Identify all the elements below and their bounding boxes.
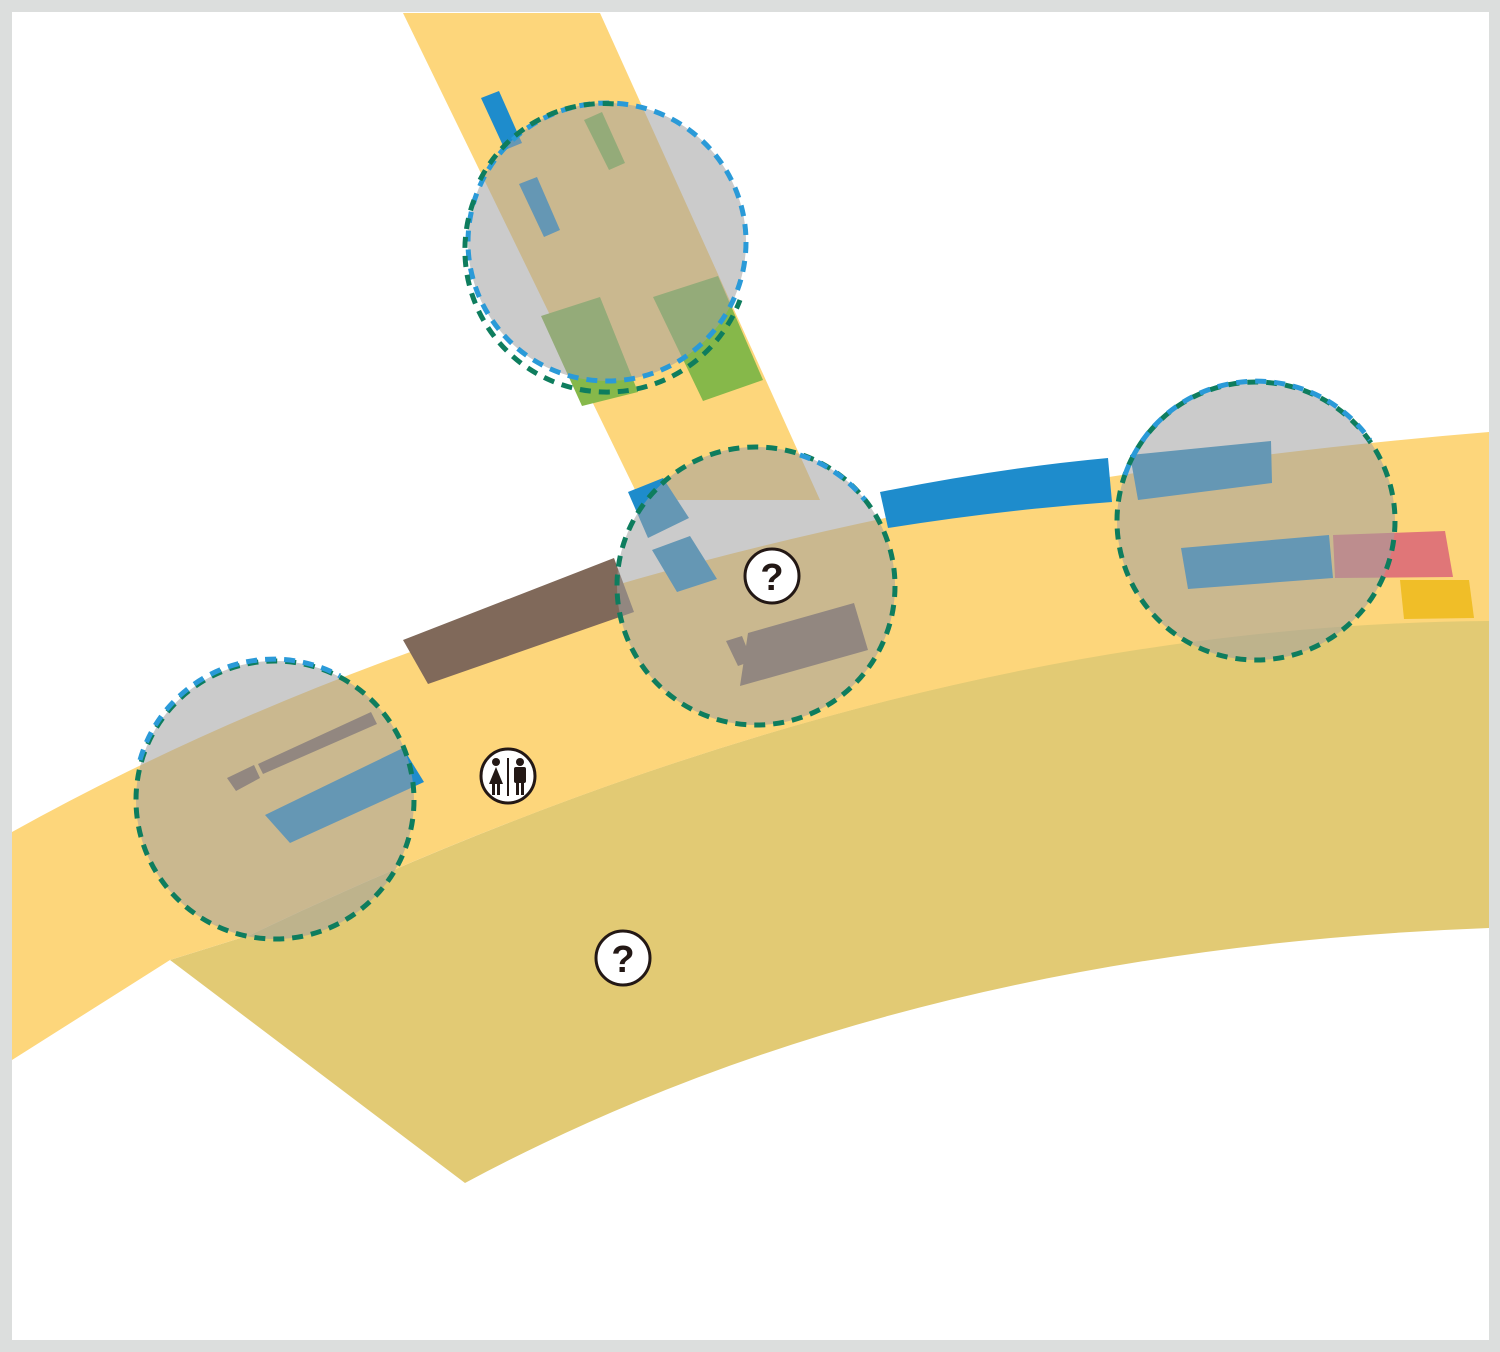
shop-yellow (1400, 580, 1474, 619)
shop-blue-strip (880, 458, 1112, 528)
question-mark-icon[interactable]: ? (743, 547, 801, 605)
restroom-icon[interactable] (479, 747, 537, 805)
zone-right[interactable] (1114, 378, 1398, 663)
info-glyph: ? (760, 557, 783, 599)
lower-concourse (170, 620, 1489, 1183)
shop-blue (481, 91, 522, 150)
question-mark-icon[interactable]: ? (594, 929, 652, 987)
main-corridor (12, 432, 1489, 1060)
shop-brown (403, 558, 634, 684)
zone-top[interactable] (462, 100, 749, 395)
zone-left[interactable] (133, 656, 417, 942)
info-glyph: ? (611, 939, 634, 981)
